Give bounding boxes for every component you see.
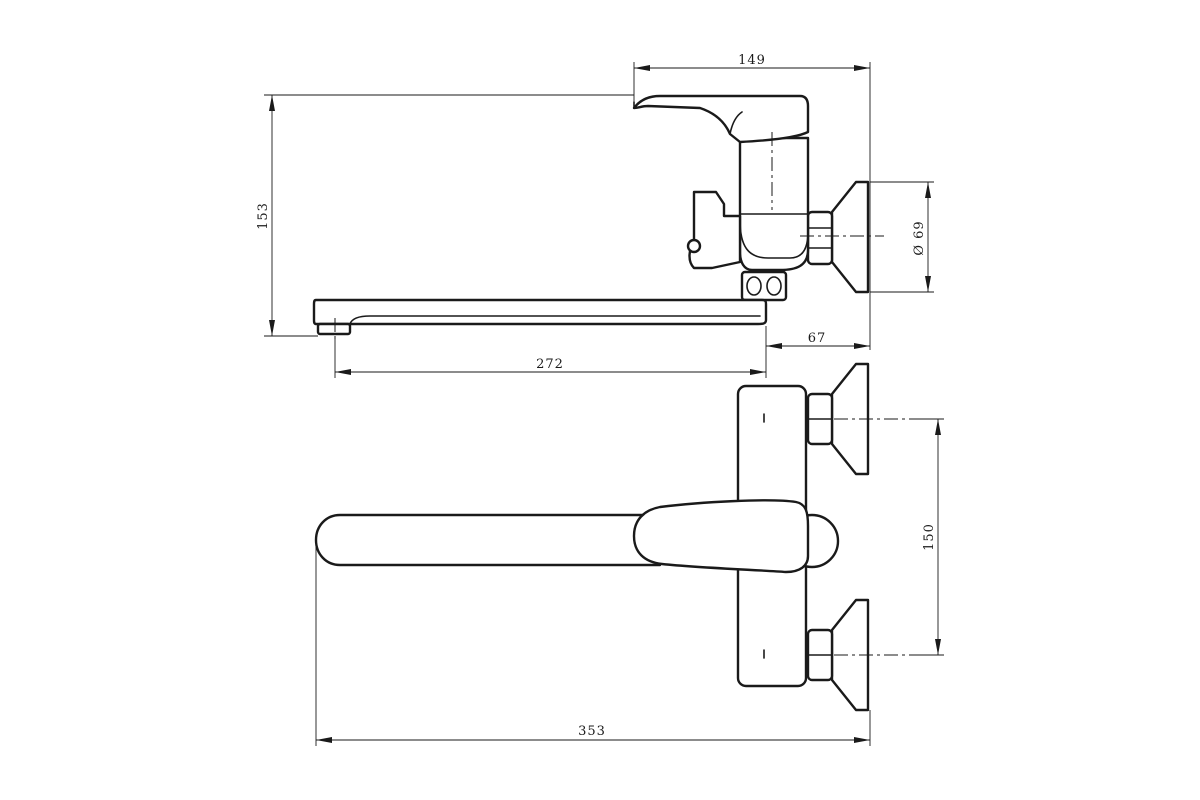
side-lever-handle — [632, 94, 810, 144]
dim-label-150: 150 — [922, 523, 937, 551]
dim-label-diameter-69: Ø 69 — [912, 220, 927, 255]
side-escutcheon — [830, 180, 870, 294]
side-mixer-body — [738, 136, 810, 272]
front-view — [314, 362, 912, 712]
front-spout — [314, 513, 662, 567]
dim-label-153: 153 — [256, 202, 271, 230]
side-cartridge-nut — [688, 190, 742, 270]
side-connector-block — [740, 270, 788, 302]
dim-label-67: 67 — [808, 331, 827, 346]
front-escutcheon-top — [830, 362, 870, 476]
dim-label-353: 353 — [578, 724, 606, 739]
front-hex-nut-top — [806, 392, 834, 446]
side-hex-nut — [806, 210, 834, 266]
side-aerator — [316, 322, 352, 336]
front-hex-nut-bottom — [806, 628, 834, 682]
side-spout — [312, 298, 768, 326]
front-lever-handle — [632, 499, 810, 574]
dimension-labels: 149 153 Ø 69 67 272 150 353 — [256, 53, 937, 739]
front-escutcheon-bottom — [830, 598, 870, 712]
dim-label-272: 272 — [536, 357, 564, 372]
dim-label-149: 149 — [738, 53, 766, 68]
dimension-lines — [264, 62, 944, 746]
side-view — [312, 94, 884, 340]
